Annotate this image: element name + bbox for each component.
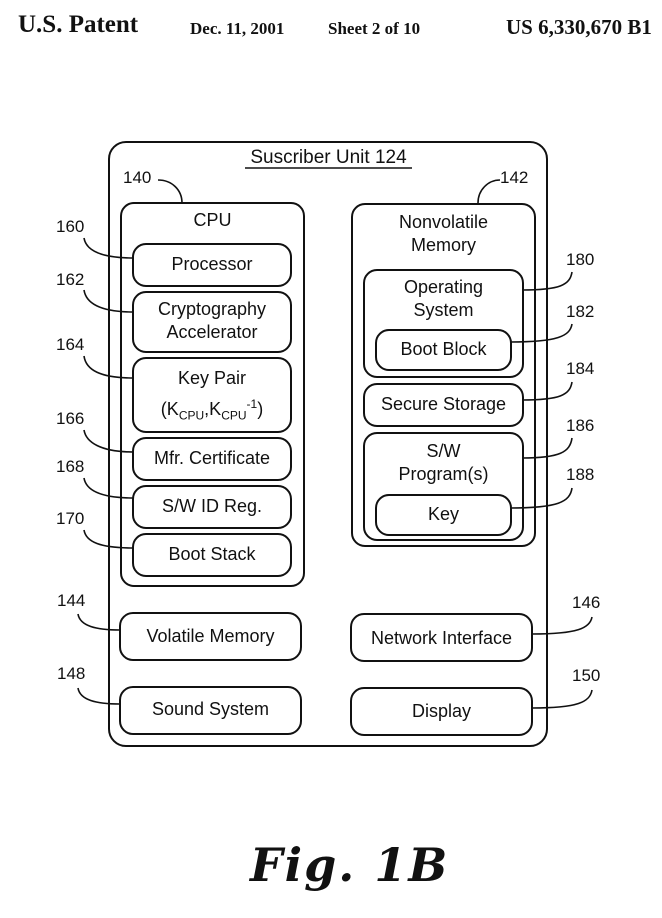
volatile-memory-label: Volatile Memory bbox=[146, 626, 275, 646]
key-pair-box bbox=[132, 357, 292, 433]
sheet-number: Sheet 2 of 10 bbox=[328, 19, 421, 38]
leader-166 bbox=[83, 429, 135, 453]
leader-162 bbox=[83, 289, 135, 313]
leader-160 bbox=[83, 237, 135, 259]
ref-160: 160 bbox=[56, 217, 85, 236]
leader-140 bbox=[157, 179, 183, 204]
leader-150 bbox=[531, 689, 593, 709]
leader-168 bbox=[83, 477, 135, 499]
network-interface-label: Network Interface bbox=[370, 628, 513, 648]
sw-programs-label: S/W Program(s) bbox=[363, 440, 524, 486]
ref-146: 146 bbox=[572, 593, 601, 612]
leader-180 bbox=[521, 271, 573, 291]
subscriber-unit-title: Suscriber Unit 124 bbox=[250, 147, 407, 168]
ref-184: 184 bbox=[566, 359, 595, 378]
crypto-accelerator-label: Cryptography Accelerator bbox=[132, 298, 292, 344]
nonvolatile-memory-label: Nonvolatile Memory bbox=[351, 211, 536, 257]
display-label: Display bbox=[411, 701, 472, 721]
sound-system-box bbox=[119, 686, 302, 735]
os-line2: System bbox=[413, 300, 474, 320]
leader-170 bbox=[83, 529, 135, 549]
ref-144: 144 bbox=[57, 591, 86, 610]
sw-id-reg-box bbox=[132, 485, 292, 529]
k-symbol: K bbox=[209, 399, 222, 419]
ref-142: 142 bbox=[500, 168, 529, 187]
sw-id-reg-label: S/W ID Reg. bbox=[161, 496, 263, 516]
leader-142 bbox=[477, 179, 501, 204]
nonvolatile-line2: Memory bbox=[410, 235, 476, 255]
boot-stack-box bbox=[132, 533, 292, 577]
crypto-line1: Cryptography bbox=[157, 299, 267, 319]
boot-block-label: Boot Block bbox=[400, 339, 487, 359]
patent-title: U.S. Patent bbox=[18, 11, 139, 38]
ref-140: 140 bbox=[123, 168, 152, 187]
ref-186: 186 bbox=[566, 416, 595, 435]
key-pair-line1: Key Pair bbox=[177, 368, 247, 388]
k-symbol: K bbox=[166, 399, 179, 419]
mfr-certificate-label: Mfr. Certificate bbox=[153, 448, 271, 468]
cpu-label: CPU bbox=[193, 210, 232, 230]
leader-186 bbox=[521, 437, 573, 459]
processor-box bbox=[132, 243, 292, 287]
mfr-certificate-box bbox=[132, 437, 292, 481]
ref-150: 150 bbox=[572, 666, 601, 685]
crypto-accelerator-box bbox=[132, 291, 292, 353]
operating-system-box bbox=[363, 269, 524, 378]
key-label: Key bbox=[427, 504, 460, 524]
ref-170: 170 bbox=[56, 509, 85, 528]
os-line1: Operating bbox=[403, 277, 484, 297]
ref-188: 188 bbox=[566, 465, 595, 484]
key-pair-label: Key Pair (KCPU,KCPU-1) bbox=[132, 367, 292, 428]
boot-stack-label: Boot Stack bbox=[168, 544, 256, 564]
ref-162: 162 bbox=[56, 270, 85, 289]
ref-180: 180 bbox=[566, 250, 595, 269]
nonvolatile-memory-box bbox=[351, 203, 536, 547]
key-box bbox=[375, 494, 512, 536]
leader-184 bbox=[521, 381, 573, 401]
subscriber-unit-box bbox=[108, 141, 548, 747]
leader-148 bbox=[77, 687, 121, 705]
sound-system-label: Sound System bbox=[151, 699, 270, 719]
inverse-superscript: -1 bbox=[246, 397, 258, 411]
ref-168: 168 bbox=[56, 457, 85, 476]
patent-number: US 6,330,670 B1 bbox=[506, 15, 652, 39]
ref-182: 182 bbox=[566, 302, 595, 321]
crypto-line2: Accelerator bbox=[166, 322, 258, 342]
leader-146 bbox=[531, 616, 593, 635]
cpu-box bbox=[120, 202, 305, 587]
ref-166: 166 bbox=[56, 409, 85, 428]
sw-programs-line2: Program(s) bbox=[398, 464, 489, 484]
display-box bbox=[350, 687, 533, 736]
leader-164 bbox=[83, 355, 135, 379]
sw-programs-box bbox=[363, 432, 524, 541]
cpu-subscript: CPU bbox=[178, 408, 205, 423]
patent-date: Dec. 11, 2001 bbox=[190, 19, 285, 38]
volatile-memory-box bbox=[119, 612, 302, 661]
key-pair-formula: (KCPU,KCPU-1) bbox=[160, 397, 264, 423]
network-interface-box bbox=[350, 613, 533, 662]
boot-block-box bbox=[375, 329, 512, 371]
processor-label: Processor bbox=[171, 254, 253, 274]
nonvolatile-line1: Nonvolatile bbox=[398, 212, 489, 232]
sw-programs-line1: S/W bbox=[426, 441, 461, 461]
figure-caption: Fig. 1B bbox=[250, 838, 450, 892]
ref-148: 148 bbox=[57, 664, 86, 683]
ref-164: 164 bbox=[56, 335, 85, 354]
secure-storage-label: Secure Storage bbox=[380, 394, 507, 414]
cpu-subscript: CPU bbox=[221, 408, 247, 423]
leader-144 bbox=[77, 613, 121, 631]
secure-storage-box bbox=[363, 383, 524, 427]
operating-system-label: Operating System bbox=[363, 276, 524, 322]
